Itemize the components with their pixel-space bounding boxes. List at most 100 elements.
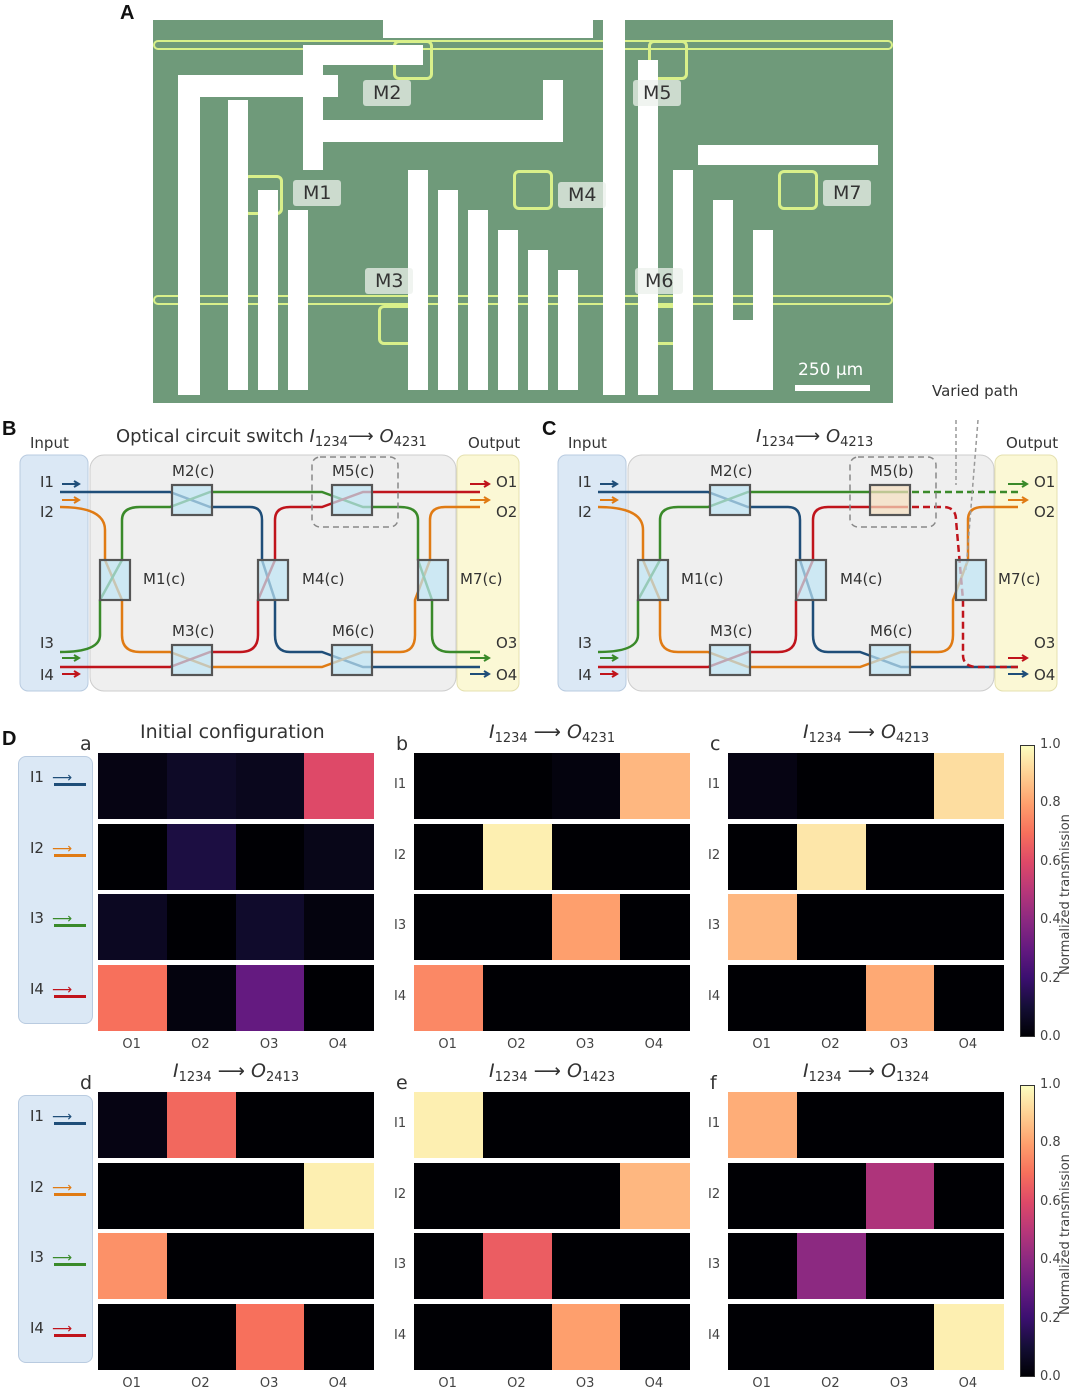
input-arrow-icon xyxy=(62,480,81,488)
heatmap-cell-a-I3-O2 xyxy=(166,894,236,960)
heatmap-cell-e-I2-O1 xyxy=(414,1162,484,1229)
heatmap-cell-a-I3-O1 xyxy=(98,894,168,960)
heatmap-cell-c-I2-O4 xyxy=(934,823,1004,890)
output-arrow-icon xyxy=(470,496,491,504)
input-waveguide-line xyxy=(54,1333,86,1337)
mixer-2 xyxy=(170,483,214,517)
heatmap-title-a: Initial configuration xyxy=(140,721,325,743)
heatmap-cell-c-I1-O4 xyxy=(934,753,1004,819)
row-label: I4 xyxy=(394,988,407,1004)
scale-bar xyxy=(795,385,870,391)
panel-d-label: D xyxy=(2,728,17,750)
col-label: O3 xyxy=(575,1375,595,1391)
heatmap-cell-e-I4-O4 xyxy=(620,1303,690,1370)
row-label: I3 xyxy=(394,1257,407,1272)
output-arrow-icon xyxy=(1008,670,1029,678)
colorbar-label: Normalized transmission xyxy=(1058,1154,1073,1315)
heatmap-cell-c-I3-O3 xyxy=(865,894,935,960)
row-label: I2 xyxy=(708,847,721,863)
input-waveguide-line xyxy=(54,853,86,857)
row-label: I4 xyxy=(708,1327,721,1343)
input-waveguide-line xyxy=(54,1263,86,1266)
heatmap-cell-f-I1-O4 xyxy=(934,1092,1004,1158)
input-label: I2 xyxy=(30,838,44,857)
heatmap-cell-c-I2-O2 xyxy=(796,823,866,890)
mixer-label-3: M3(c) xyxy=(710,622,752,640)
col-label: O3 xyxy=(889,1375,909,1391)
mixer-label-m6: M6 xyxy=(635,268,684,294)
waveguide-green xyxy=(59,490,480,654)
colorbar-tick: 0.4 xyxy=(1040,1252,1061,1268)
heatmap-cell-a-I3-O4 xyxy=(304,894,374,960)
panel-label-e: e xyxy=(396,1072,408,1094)
heatmap-cell-b-I3-O1 xyxy=(414,894,484,960)
heatmap-cell-e-I3-O2 xyxy=(482,1233,552,1299)
heatmap-cell-c-I3-O4 xyxy=(934,894,1004,960)
col-label: O1 xyxy=(122,1375,141,1391)
input-region xyxy=(19,454,89,692)
heatmap-cell-b-I1-O1 xyxy=(414,753,484,819)
heatmap-cell-a-I2-O1 xyxy=(98,823,168,890)
heatmap-cell-a-I1-O4 xyxy=(304,753,374,819)
heatmap-cell-f-I4-O1 xyxy=(728,1303,798,1370)
heatmap-cell-b-I2-O3 xyxy=(551,823,621,890)
col-label: O1 xyxy=(438,1375,457,1391)
mixer-label-m4: M4 xyxy=(558,182,607,208)
heatmap-cell-c-I3-O1 xyxy=(728,894,798,960)
input-arrow-icon: ⟶ xyxy=(52,1320,73,1337)
input-arrow-icon xyxy=(600,654,619,662)
input-arrow-icon xyxy=(600,480,619,488)
mixer-3 xyxy=(170,643,214,677)
col-label: O2 xyxy=(191,1036,210,1052)
heatmap-cell-c-I2-O1 xyxy=(728,823,798,890)
heatmap-cell-a-I2-O2 xyxy=(166,823,236,890)
heatmap-cell-d-I4-O2 xyxy=(166,1303,236,1370)
heatmap-cell-e-I1-O4 xyxy=(620,1092,690,1158)
heatmap-cell-b-I4-O4 xyxy=(620,964,690,1031)
row-label: I1 xyxy=(394,1116,407,1131)
input-label: I2 xyxy=(30,1177,44,1196)
col-label: O2 xyxy=(191,1375,210,1391)
colorbar-tick: 0.8 xyxy=(1040,1135,1061,1151)
mixer-label-4: M4(c) xyxy=(840,570,882,588)
mixer-6 xyxy=(330,643,374,677)
panel-label-b: b xyxy=(396,733,409,755)
output-port-3: O3 xyxy=(496,634,517,652)
input-waveguide-line xyxy=(54,1192,86,1196)
heatmap-cell-e-I3-O4 xyxy=(620,1233,690,1299)
waveguide-green xyxy=(597,490,901,654)
heatmap-cell-e-I2-O4 xyxy=(620,1162,690,1229)
output-region xyxy=(456,454,520,692)
col-label: O1 xyxy=(752,1375,771,1391)
row-label: I3 xyxy=(708,1257,721,1272)
input-waveguide-line xyxy=(54,1122,86,1125)
mixer-5 xyxy=(868,483,912,517)
row-label: I4 xyxy=(394,1327,407,1343)
panel-label-f: f xyxy=(710,1072,717,1094)
row-label: I1 xyxy=(708,1116,721,1131)
colorbar-tick: 1.0 xyxy=(1040,1077,1061,1092)
heatmap-cell-e-I1-O1 xyxy=(414,1092,484,1158)
heatmap-cell-f-I3-O1 xyxy=(728,1233,798,1299)
heatmap-cell-d-I4-O1 xyxy=(98,1303,168,1370)
heatmap-cell-d-I1-O1 xyxy=(98,1092,168,1158)
mixer-label-m5: M5 xyxy=(633,80,682,106)
colorbar xyxy=(1020,1085,1035,1377)
heatmap-cell-a-I3-O3 xyxy=(235,894,305,960)
input-port-4: I4 xyxy=(578,666,592,684)
panel-label-a: a xyxy=(80,733,92,755)
heatmap-cell-e-I1-O2 xyxy=(482,1092,552,1158)
heatmap-cell-d-I2-O2 xyxy=(166,1162,236,1229)
heatmap-cell-c-I2-O3 xyxy=(865,823,935,890)
heatmap-cell-d-I2-O3 xyxy=(235,1162,305,1229)
output-port-1: O1 xyxy=(1034,473,1055,491)
output-port-4: O4 xyxy=(496,666,517,684)
heatmap-title-b: I1234 ⟶ O4231 xyxy=(489,721,616,746)
heatmap-cell-a-I4-O4 xyxy=(304,964,374,1031)
highlight-box-m5 xyxy=(311,456,399,528)
col-label: O4 xyxy=(644,1375,664,1391)
panel-b-label: B xyxy=(2,418,17,440)
heatmap-cell-a-I2-O4 xyxy=(304,823,374,890)
